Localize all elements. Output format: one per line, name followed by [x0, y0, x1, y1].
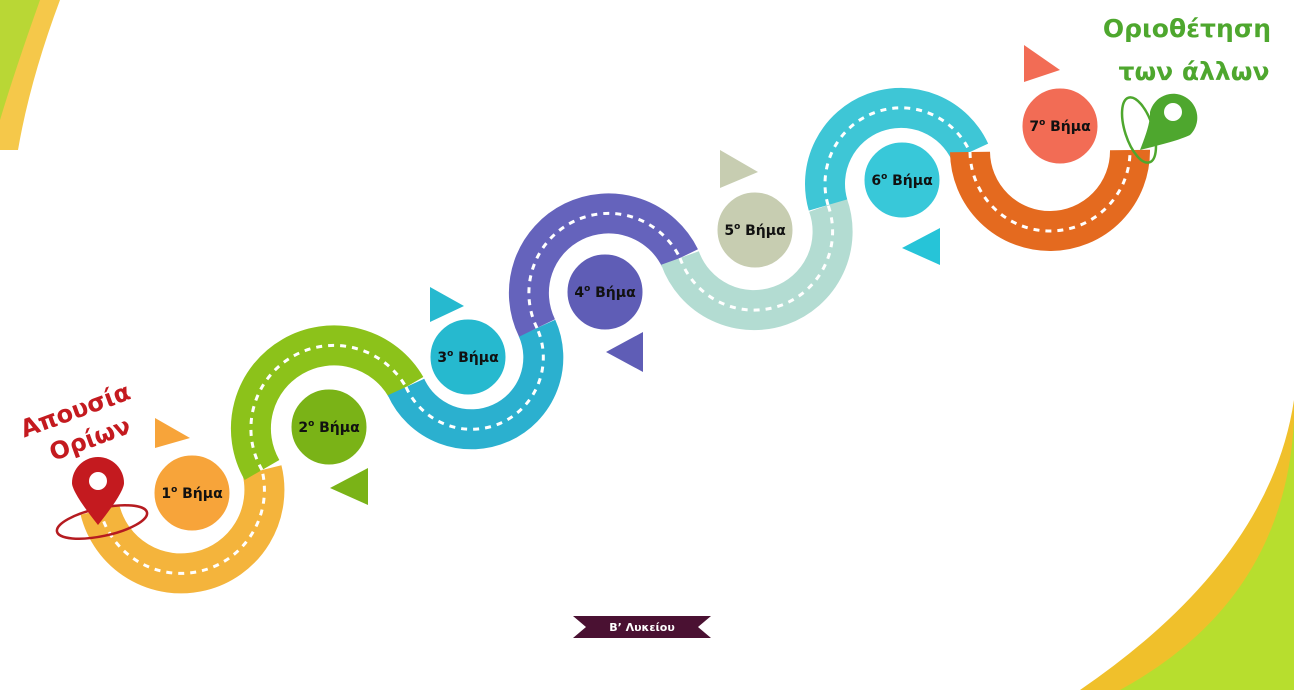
triangle-4	[606, 332, 643, 372]
step-circle-1	[151, 452, 233, 534]
end-title-line1: Οριοθέτηση	[1103, 14, 1271, 43]
step-circle-7	[1019, 85, 1101, 167]
step-label-7: 7ο Βήμα	[1029, 118, 1091, 135]
step-circle-2	[288, 386, 370, 468]
step-1: 1ο Βήμα	[151, 452, 233, 534]
step-6: 6ο Βήμα	[861, 139, 943, 221]
end-pin	[1120, 93, 1198, 164]
triangle-7	[1024, 45, 1060, 82]
road-dashes	[98, 106, 1132, 575]
triangle-6	[902, 228, 940, 265]
footer-label: Β’ Λυκείου	[609, 621, 675, 634]
step-label-3: 3ο Βήμα	[437, 349, 499, 366]
triangle-3	[430, 287, 464, 322]
triangle-1	[155, 418, 190, 448]
end-title-line2: των άλλων	[1119, 57, 1270, 86]
step-circle-5	[714, 189, 796, 271]
step-circle-3	[427, 316, 509, 398]
start-pin	[55, 457, 149, 540]
step-circle-4	[564, 251, 646, 333]
step-5: 5ο Βήμα	[714, 189, 796, 271]
steps-layer: 1ο Βήμα 2ο Βήμα 3ο Βήμα 4ο Βήμα 5ο Βήμα 6ο Βή…	[151, 85, 1101, 534]
step-7: 7ο Βήμα	[1019, 85, 1101, 167]
step-label-6: 6ο Βήμα	[871, 172, 933, 189]
step-label-4: 4ο Βήμα	[574, 284, 636, 301]
step-2: 2ο Βήμα	[288, 386, 370, 468]
step-label-5: 5ο Βήμα	[724, 222, 786, 239]
step-4: 4ο Βήμα	[564, 251, 646, 333]
start-title: Απουσία Ορίων	[17, 378, 135, 467]
left-decor-stripes	[0, 0, 60, 150]
right-decor-shape	[1080, 400, 1294, 690]
direction-triangles	[155, 45, 1060, 505]
step-label-2: 2ο Βήμα	[298, 419, 360, 436]
step-label-1: 1ο Βήμα	[161, 485, 223, 502]
step-3: 3ο Βήμα	[427, 316, 509, 398]
footer-ribbon: Β’ Λυκείου	[573, 616, 711, 638]
triangle-2	[330, 468, 368, 505]
step-circle-6	[861, 139, 943, 221]
triangle-5	[720, 150, 758, 188]
end-title: Οριοθέτηση των άλλων	[1103, 14, 1271, 86]
